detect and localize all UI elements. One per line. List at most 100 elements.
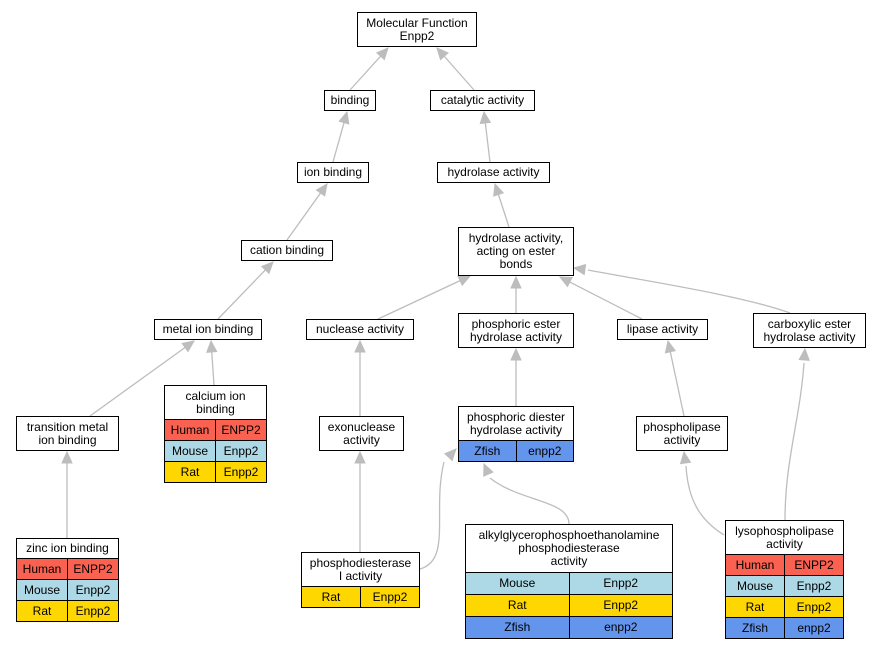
gene-cell: enpp2 (515, 441, 574, 461)
gene-cell: Enpp2 (784, 576, 843, 596)
arrowhead (479, 110, 492, 125)
arrowhead (260, 261, 274, 275)
arrowhead (664, 339, 677, 354)
gene-cell: ENPP2 (784, 555, 843, 575)
edge-catalytic-to-root (436, 47, 475, 91)
arrowhead (338, 110, 350, 125)
species-row-zfish: Zfish enpp2 (726, 617, 843, 638)
go-node-cation-binding[interactable]: cation binding (241, 240, 333, 261)
edge-nuclease-to-hydrolase-ester (377, 275, 472, 320)
arrowhead (436, 47, 449, 61)
organism-cell: Rat (745, 599, 765, 614)
edge-transition-to-metal-ion (89, 340, 195, 417)
go-node-transition[interactable]: transition metal ion binding (16, 416, 119, 451)
node-label: phosphoric ester hydrolase activity (469, 316, 563, 344)
go-node-binding[interactable]: binding (324, 90, 376, 111)
edge-binding-to-root (349, 47, 389, 91)
node-label: phosphoric diester hydrolase activity (466, 409, 566, 437)
node-label: exonuclease activity (327, 419, 396, 447)
gene-cell: enpp2 (784, 618, 843, 638)
node-label: phosphodiesterase I activity (309, 555, 412, 583)
arrowhead (354, 339, 366, 353)
organism-cell: Mouse (23, 582, 61, 597)
edge-phosphoric-ester-to-hydrolase-ester (510, 275, 522, 313)
go-node-phospholipase[interactable]: phospholipase activity (636, 416, 728, 451)
species-row-zfish: Zfish enpp2 (459, 440, 573, 461)
go-node-alkyl[interactable]: alkylglycerophosphoethanolamine phosphod… (465, 524, 673, 639)
go-node-metal-ion[interactable]: metal ion binding (154, 319, 262, 340)
organism-cell: Human (735, 557, 775, 572)
edge-hydrolase-ester-to-hydrolase (493, 182, 510, 228)
go-node-carboxylic[interactable]: carboxylic ester hydrolase activity (753, 313, 866, 348)
arrowhead (679, 450, 692, 465)
gene-cell: Enpp2 (360, 587, 419, 607)
organism-cell: Rat (180, 464, 200, 479)
arrowhead (572, 263, 587, 276)
gene-cell: Enpp2 (568, 595, 673, 616)
arrowhead (483, 462, 494, 477)
arrowhead (61, 450, 73, 464)
gene-cell: Enpp2 (568, 573, 673, 594)
node-label: binding (330, 93, 370, 107)
go-node-hydrolase-ester[interactable]: hydrolase activity, acting on ester bond… (458, 227, 574, 276)
go-node-phosphoric-ester[interactable]: phosphoric ester hydrolase activity (458, 313, 574, 348)
edge-pde1-to-phosphoric-diester (419, 448, 457, 570)
organism-cell: Mouse (736, 578, 774, 593)
arrowhead (354, 450, 366, 464)
go-node-ion-binding[interactable]: ion binding (297, 162, 369, 183)
node-label: ion binding (303, 165, 363, 179)
arrowhead (493, 182, 505, 197)
arrowhead (375, 47, 389, 61)
node-label: metal ion binding (162, 322, 254, 336)
node-label: calcium ion binding (185, 388, 246, 416)
arrowhead (510, 347, 522, 361)
arrowhead (206, 339, 218, 353)
edge-alkyl-to-phosphoric-diester (483, 462, 570, 525)
gene-cell: ENPP2 (67, 559, 118, 579)
arrowhead (181, 340, 195, 353)
node-label: carboxylic ester hydrolase activity (763, 316, 856, 344)
gene-cell: Enpp2 (215, 462, 266, 482)
edge-lipase-to-hydrolase-ester (558, 276, 643, 320)
edge-calcium-to-metal-ion (206, 339, 218, 386)
go-node-exonuclease[interactable]: exonuclease activity (319, 416, 404, 451)
gene-cell: enpp2 (568, 617, 673, 638)
edge-cation-binding-to-ion-binding (286, 183, 328, 241)
species-row-rat: Rat Enpp2 (17, 600, 118, 621)
edge-hydrolase-to-catalytic (479, 110, 492, 163)
organism-cell: Mouse (499, 576, 536, 590)
go-node-root[interactable]: Molecular Function Enpp2 (357, 12, 477, 47)
species-row-human: Human ENPP2 (726, 554, 843, 575)
go-node-hydrolase[interactable]: hydrolase activity (437, 162, 550, 183)
arrowhead (798, 347, 810, 361)
organism-cell: Zfish (741, 620, 768, 635)
organism-cell: Zfish (474, 443, 501, 458)
gene-cell: Enpp2 (67, 601, 118, 621)
node-label: nuclease activity (315, 322, 405, 336)
node-label: Molecular Function Enpp2 (366, 15, 468, 43)
node-label: lysophospholipase activity (735, 523, 834, 551)
organism-cell: Rat (32, 603, 52, 618)
edge-lysophospholipase-to-carboxylic (784, 347, 810, 521)
gene-cell: Enpp2 (215, 441, 266, 461)
species-row-mouse: Mouse Enpp2 (466, 572, 672, 594)
go-node-lipase[interactable]: lipase activity (617, 319, 708, 340)
species-row-rat: Rat Enpp2 (165, 461, 266, 482)
node-label: lipase activity (626, 322, 699, 336)
species-row-mouse: Mouse Enpp2 (726, 575, 843, 596)
edge-exonuclease-to-nuclease (354, 339, 366, 416)
arrowhead (510, 275, 522, 289)
edge-pde1-to-exonuclease (354, 450, 366, 552)
node-label: hydrolase activity, acting on ester bond… (468, 231, 564, 271)
go-node-catalytic[interactable]: catalytic activity (430, 90, 535, 111)
go-node-nuclease[interactable]: nuclease activity (306, 319, 414, 340)
edge-lysophospholipase-to-phospholipase (679, 450, 725, 536)
